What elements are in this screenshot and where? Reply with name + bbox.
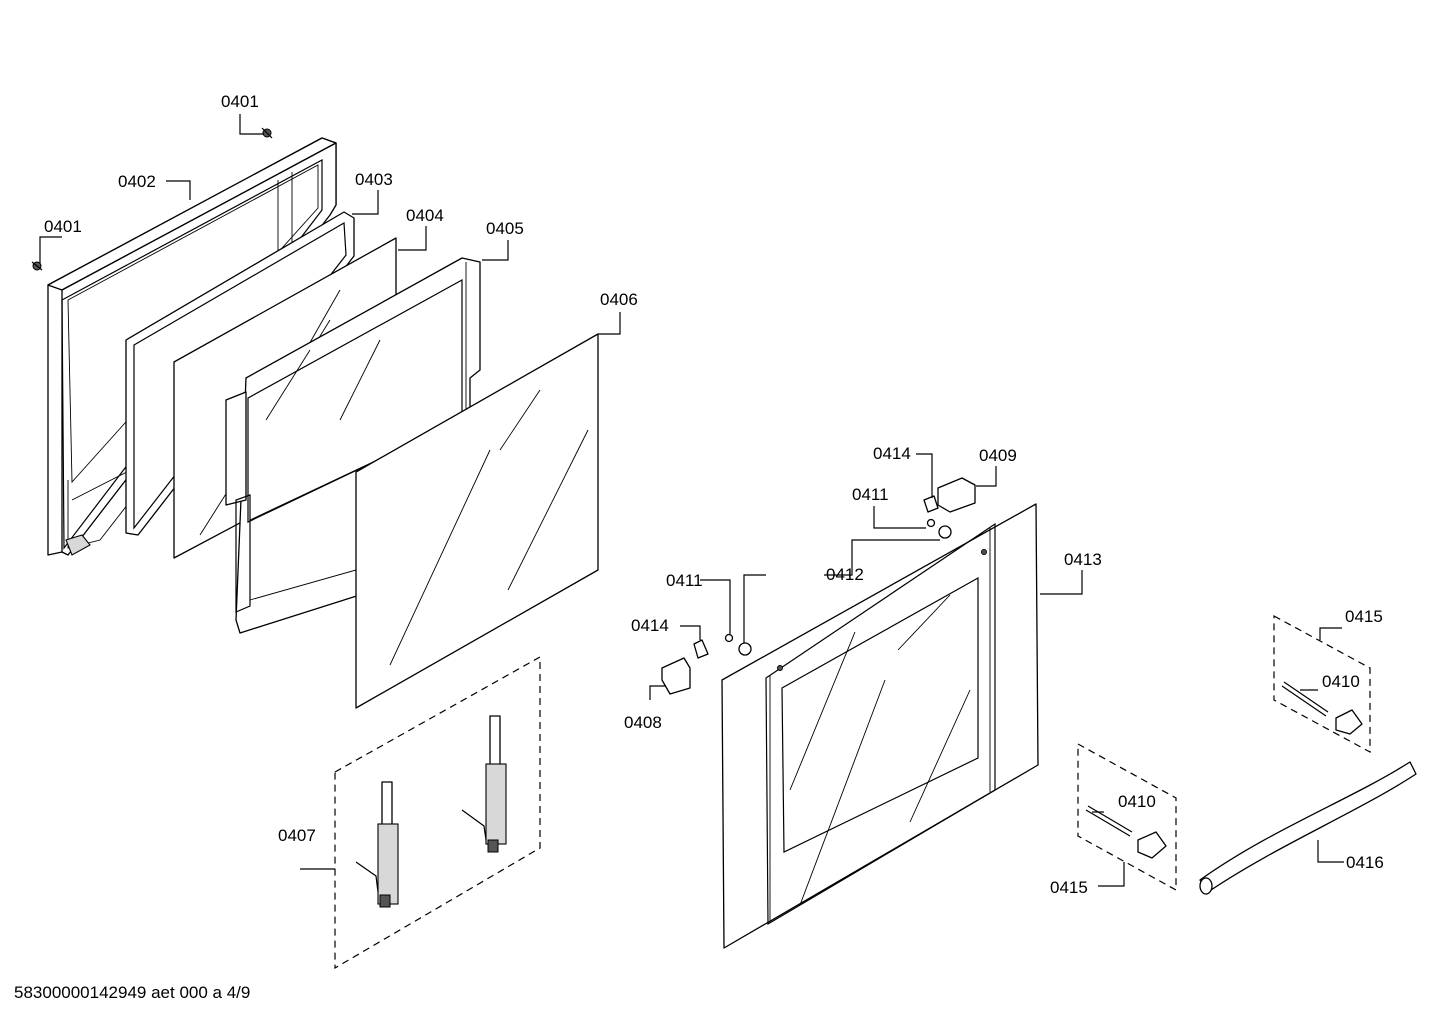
callout-0409: 0409 <box>979 446 1017 465</box>
part-0413-outer-door <box>721 503 1039 949</box>
callout-0411-left: 0411 <box>666 571 703 590</box>
callout-0408: 0408 <box>624 713 662 732</box>
callout-0415-lower: 0415 <box>1050 878 1088 897</box>
callout-0406: 0406 <box>600 290 638 309</box>
part-0409-bracket <box>937 477 976 513</box>
callout-0414-top: 0414 <box>873 444 911 463</box>
callout-0415-upper: 0415 <box>1345 607 1383 626</box>
callout-0410-upper: 0410 <box>1322 672 1360 691</box>
callout-0412: 0412 <box>826 565 864 584</box>
callout-0410-lower: 0410 <box>1118 792 1156 811</box>
drawing-reference-number: 58300000142949 aet 000 a 4/9 <box>14 983 251 1002</box>
callout-0401-left: 0401 <box>44 217 82 236</box>
part-0412-bushing-left <box>738 642 752 656</box>
part-0401-screw-top <box>261 127 273 139</box>
callout-0405: 0405 <box>486 219 524 238</box>
part-0415-handle-end-lower <box>1077 742 1177 892</box>
part-0401-screw-left <box>31 261 43 271</box>
part-0411-washer-top <box>926 518 936 528</box>
part-0416-handle-bar <box>1199 761 1417 895</box>
part-0412-bushing-top <box>938 525 952 539</box>
part-0406-outer-glass <box>355 333 599 709</box>
part-0414-clip-left <box>693 639 709 659</box>
part-0408-bracket <box>661 657 691 695</box>
part-0414-clip-top <box>923 495 939 513</box>
callout-0404: 0404 <box>406 206 444 225</box>
part-0407-hinge-group <box>334 655 541 970</box>
part-0411-washer-left <box>724 633 734 643</box>
callout-0414-left: 0414 <box>631 616 669 635</box>
callout-0403: 0403 <box>355 170 393 189</box>
callout-0411-top: 0411 <box>852 485 889 504</box>
callout-0416: 0416 <box>1346 853 1384 872</box>
leader-lines <box>39 114 1344 887</box>
part-0415-handle-end-upper <box>1273 614 1371 754</box>
callout-0401-top: 0401 <box>221 92 259 111</box>
callout-0413: 0413 <box>1064 550 1102 569</box>
callout-0402: 0402 <box>118 172 156 191</box>
callout-0407: 0407 <box>278 826 316 845</box>
